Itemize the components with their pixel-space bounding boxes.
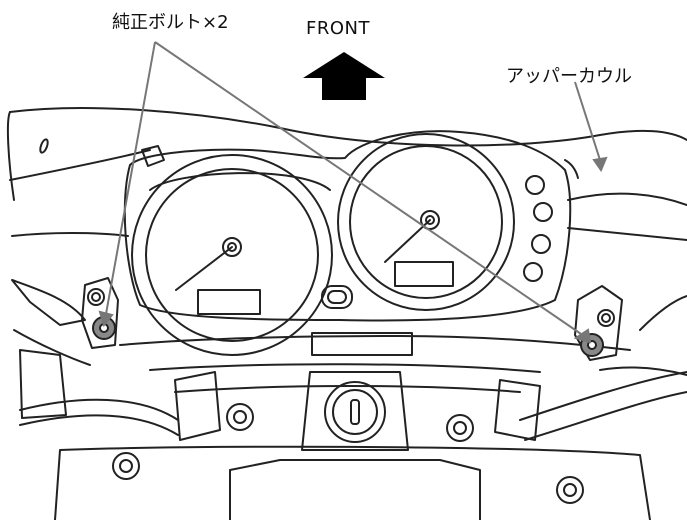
cowl-left-fin [11, 279, 86, 326]
panel-inner-rim [149, 172, 331, 191]
nut-right-outer [446, 414, 474, 442]
bottom-nut-left-inner [119, 459, 133, 473]
left-lower-plate [19, 349, 67, 419]
cowl-crease-lower-left [11, 232, 129, 237]
left-bracket-upper-bolt-center [91, 292, 101, 302]
cowl-left-lower [13, 329, 91, 366]
indicator-light-4 [523, 262, 543, 282]
left-bracket [81, 277, 119, 349]
tachometer-hub [420, 210, 440, 230]
bottom-nut-left-outer [112, 452, 140, 480]
nut-left-outer [226, 403, 254, 431]
indicator-light-2 [533, 202, 553, 222]
speedometer-inner [145, 168, 319, 342]
upper-cowl-outline [9, 107, 687, 147]
right-bracket-upper-bolt-center [601, 313, 611, 323]
indicator-light-3 [531, 234, 551, 254]
cable-left [19, 398, 179, 421]
stay-bar [149, 363, 541, 373]
leader-line-left-bolt [105, 41, 156, 315]
cowl-right-bottom [639, 295, 687, 331]
cowl-left-edge [6, 111, 15, 201]
right-bracket-upper-bolt [597, 309, 615, 327]
cable-right-2 [524, 391, 687, 441]
bottom-nut-right-inner [563, 483, 577, 497]
indicator-light-1 [525, 175, 545, 195]
center-knob [321, 285, 353, 309]
stay-bar-lower [174, 385, 521, 393]
leader-line-right-bolt [154, 41, 585, 337]
instrument-panel-housing [123, 130, 572, 322]
cowl-hole-left [39, 138, 49, 154]
cowl-right-edge [567, 192, 687, 206]
center-mount-plate [311, 332, 413, 356]
top-bridge [54, 445, 651, 521]
front-arrow [303, 52, 385, 100]
center-knob-inner [327, 290, 347, 304]
leader-arrowhead-left [98, 310, 114, 328]
leader-arrowhead-cowl [592, 156, 608, 173]
ignition-key-slot [350, 399, 360, 425]
leader-arrowhead-right [573, 328, 592, 344]
ignition-inner [332, 389, 378, 435]
nut-left-inner [233, 410, 247, 424]
left-bracket-upper-bolt [87, 288, 105, 306]
cowl-crease-upper-left [9, 149, 151, 181]
upper-cowl-label: アッパーカウル [506, 66, 632, 87]
top-bridge-hex [229, 459, 481, 521]
tachometer-hub-center [425, 215, 435, 225]
leader-line-cowl [574, 81, 601, 161]
front-label: FRONT [306, 18, 370, 39]
nut-right-inner [453, 421, 467, 435]
cable-left-2 [19, 414, 179, 436]
left-fork-bracket [174, 371, 221, 441]
bottom-nut-right-outer [556, 476, 584, 504]
right-bracket [574, 285, 623, 361]
ignition-outer [324, 381, 386, 443]
tachometer-display [394, 261, 454, 287]
right-fork-bracket [494, 379, 541, 441]
tachometer-outer [337, 133, 515, 311]
cable-right-3 [599, 366, 687, 376]
speedometer-hub-center [227, 242, 237, 252]
oem-bolts-label: 純正ボルト×2 [112, 12, 229, 33]
cowl-tab [141, 145, 165, 167]
cowl-vent-right [564, 159, 579, 179]
speedometer-needle [175, 246, 233, 291]
lower-frame [119, 335, 631, 351]
speedometer-display [197, 289, 261, 315]
tachometer-inner [349, 145, 503, 299]
cowl-right-lower [567, 227, 687, 241]
tachometer-needle [384, 219, 431, 263]
speedometer-hub [222, 237, 242, 257]
ignition-housing [301, 371, 409, 451]
cable-right [519, 371, 687, 421]
speedometer-outer [131, 154, 333, 356]
